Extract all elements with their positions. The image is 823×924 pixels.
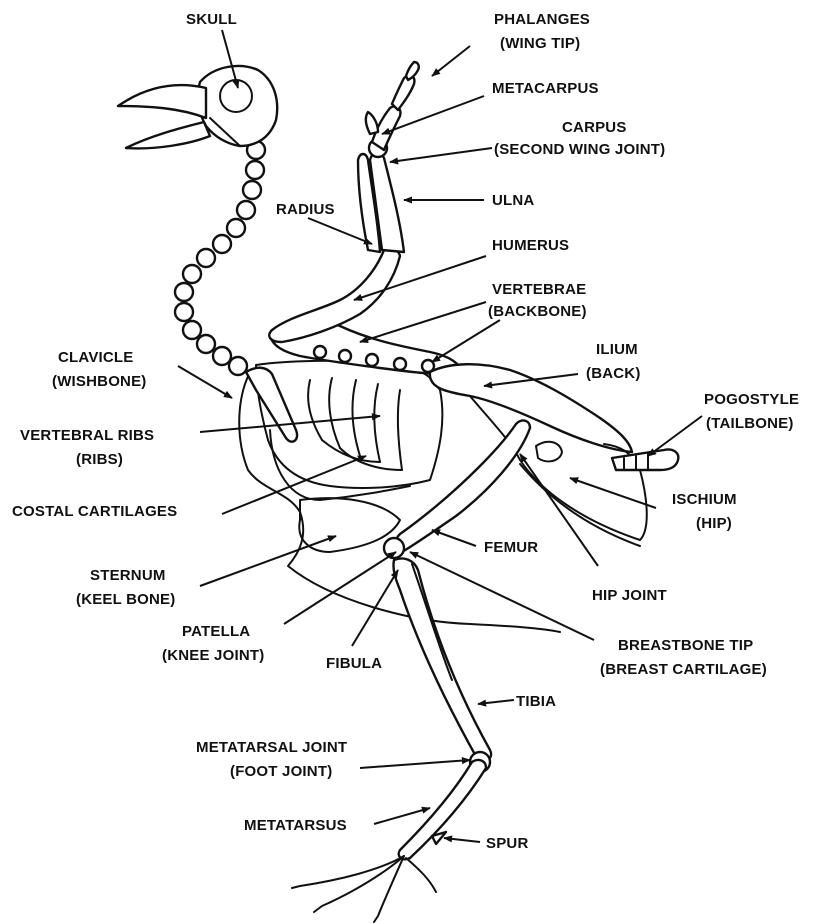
label-radius: RADIUS (276, 201, 335, 218)
label-pogostyle-sub: (TAILBONE) (706, 415, 794, 432)
costal-cartilage-2 (340, 448, 402, 470)
label-skull: SKULL (186, 11, 237, 28)
vertebra-1 (314, 346, 326, 358)
alula-bone (366, 112, 378, 134)
label-fibula: FIBULA (326, 655, 382, 672)
femur-bone (396, 421, 530, 552)
skeleton-illustration (118, 62, 678, 922)
patella-bone (384, 538, 404, 558)
label-ilium: ILIUM (596, 341, 638, 358)
label-clavicle: CLAVICLE (58, 349, 134, 366)
tibia-bone (393, 558, 491, 761)
clavicle-bone (246, 368, 297, 442)
vertebra-4 (394, 358, 406, 370)
label-pogostyle: POGOSTYLE (704, 391, 799, 408)
label-carpus: CARPUS (562, 119, 627, 136)
label-ulna: ULNA (492, 192, 534, 209)
label-spur: SPUR (486, 835, 528, 852)
label-vertebral-ribs-sub: (RIBS) (76, 451, 123, 468)
vertebral-rib-1 (308, 380, 322, 440)
label-vertebrae: VERTEBRAE (492, 281, 586, 298)
label-patella: PATELLA (182, 623, 250, 640)
label-hip-joint: HIP JOINT (592, 587, 667, 604)
label-ischium-sub: (HIP) (696, 515, 732, 532)
vertebral-rib-2 (329, 378, 340, 448)
phalanges-bone (392, 76, 414, 110)
toes (292, 856, 436, 922)
label-sternum: STERNUM (90, 567, 166, 584)
label-metacarpus: METACARPUS (492, 80, 599, 97)
label-phalanges: PHALANGES (494, 11, 590, 28)
label-sternum-sub: (KEEL BONE) (76, 591, 175, 608)
label-vertebrae-sub: (BACKBONE) (488, 303, 587, 320)
label-metatarsal-joint: METATARSAL JOINT (196, 739, 347, 756)
label-breastbone-tip: BREASTBONE TIP (618, 637, 753, 654)
vertebra-3 (366, 354, 378, 366)
label-tibia: TIBIA (516, 693, 556, 710)
vertebra-2 (339, 350, 351, 362)
label-femur: FEMUR (484, 539, 538, 556)
neck-vertebrae (175, 141, 265, 375)
ischium-hole (536, 442, 562, 462)
label-phalanges-sub: (WING TIP) (500, 35, 580, 52)
label-ischium: ISCHIUM (672, 491, 737, 508)
phalanges-tip (406, 62, 419, 80)
costal-cartilage-1 (322, 440, 380, 462)
label-clavicle-sub: (WISHBONE) (52, 373, 147, 390)
skull-bone (118, 66, 277, 148)
vertebral-rib-5 (398, 390, 402, 470)
label-breastbone-tip-sub: (BREAST CARTILAGE) (600, 661, 767, 678)
label-humerus: HUMERUS (492, 237, 569, 254)
label-carpus-sub: (SECOND WING JOINT) (494, 141, 665, 158)
label-vertebral-ribs: VERTEBRAL RIBS (20, 427, 154, 444)
vertebral-rib-4 (374, 384, 380, 462)
label-metatarsus: METATARSUS (244, 817, 347, 834)
label-metatarsal-joint-sub: (FOOT JOINT) (230, 763, 332, 780)
label-ilium-sub: (BACK) (586, 365, 641, 382)
label-patella-sub: (KNEE JOINT) (162, 647, 264, 664)
pogostyle-bone (612, 449, 678, 470)
label-costal-cartilages: COSTAL CARTILAGES (12, 503, 177, 520)
metatarsus-bone (399, 760, 486, 859)
